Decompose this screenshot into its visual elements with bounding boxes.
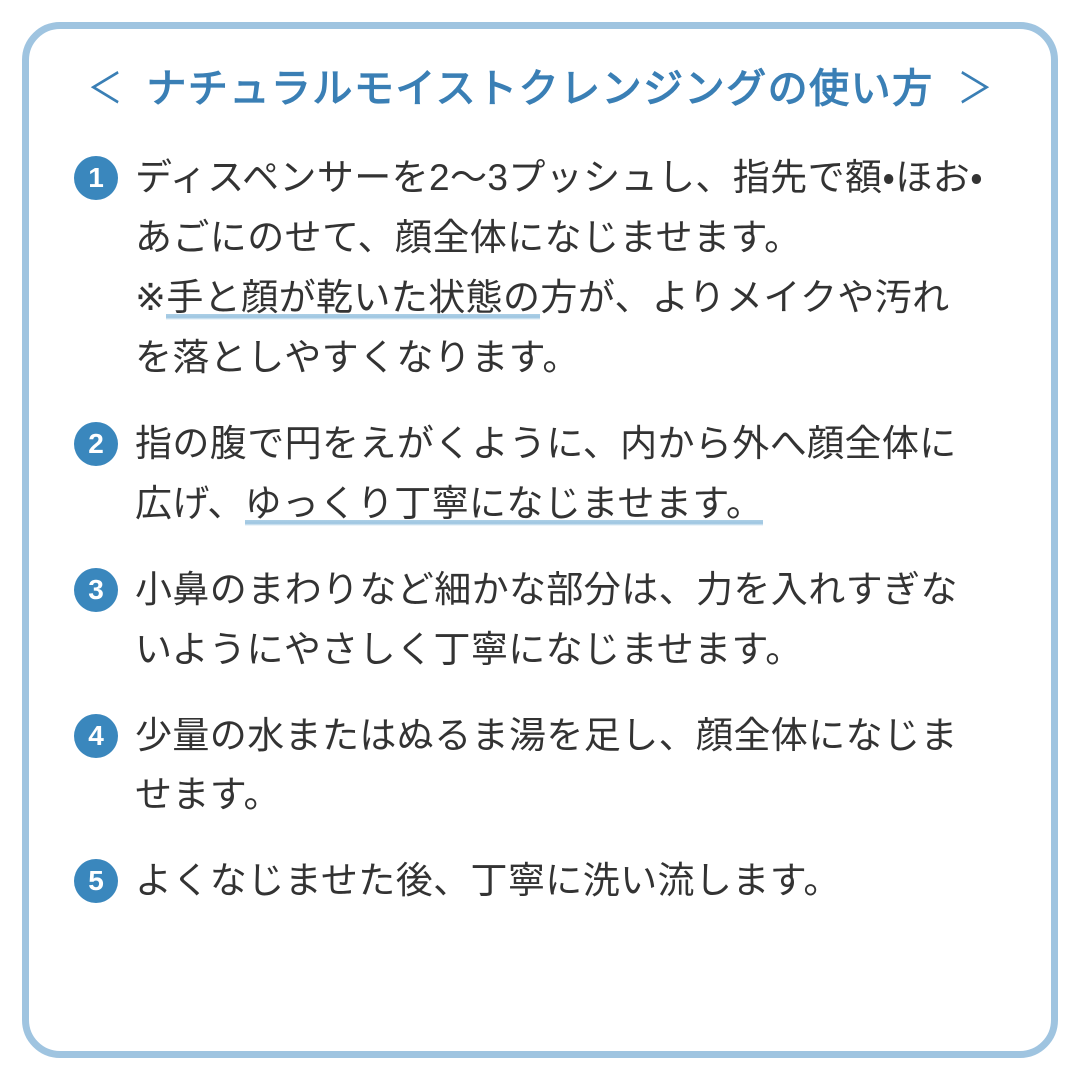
step-note-line: を落としやすくなります。 — [135, 336, 580, 378]
bracket-left-icon: ＜ — [87, 65, 124, 112]
step-line: ディスペンサーを2〜3プッシュし、指先で額・ほお・ — [135, 157, 984, 198]
step-text: 指の腹で円をえがくように、内から外へ顔全体に 広げ、ゆっくり丁寧になじませます。 — [135, 414, 1020, 534]
step-line: 指の腹で円をえがくように、内から外へ顔全体に — [135, 422, 957, 464]
step-line: せます。 — [135, 774, 281, 816]
step-text: 少量の水またはぬるま湯を足し、顔全体になじま せます。 — [135, 706, 1020, 826]
underlined-phrase: ゆっくり丁寧になじませます。 — [244, 482, 764, 526]
list-item: 5 よくなじませた後、丁寧に洗い流します。 — [60, 851, 1020, 911]
step-line: 少量の水またはぬるま湯を足し、顔全体になじま — [135, 714, 958, 756]
steps-list: 1 ディスペンサーを2〜3プッシュし、指先で額・ほお・ あごにのせて、顔全体にな… — [60, 148, 1020, 911]
step-number-badge: 5 — [74, 859, 118, 904]
step-line: あごにのせて、顔全体になじませます。 — [135, 216, 802, 258]
step-note-line: 広げ、ゆっくり丁寧になじませます。 — [135, 474, 1020, 534]
page-title: ＜ ナチュラルモイストクレンジングの使い方 ＞ — [60, 54, 1020, 124]
step-text: ディスペンサーを2〜3プッシュし、指先で額・ほお・ あごにのせて、顔全体になじま… — [135, 148, 1020, 388]
note-prefix: 広げ、 — [135, 482, 245, 524]
step-line: いようにやさしく丁寧になじませます。 — [135, 628, 803, 670]
step-number-badge: 3 — [74, 567, 118, 612]
step-number-badge: 1 — [74, 156, 118, 200]
list-item: 2 指の腹で円をえがくように、内から外へ顔全体に 広げ、ゆっくり丁寧になじませま… — [60, 414, 1020, 534]
list-item: 3 小鼻のまわりなど細かな部分は、力を入れすぎな いようにやさしく丁寧になじませ… — [60, 560, 1020, 680]
list-item: 4 少量の水またはぬるま湯を足し、顔全体になじま せます。 — [60, 706, 1020, 826]
note-suffix: 方が、よりメイクや汚れ — [540, 276, 950, 318]
step-text: 小鼻のまわりなど細かな部分は、力を入れすぎな いようにやさしく丁寧になじませます… — [135, 560, 1020, 680]
step-note-line: ※手と顔が乾いた状態の方が、よりメイクや汚れ — [135, 268, 1020, 328]
step-number-badge: 2 — [74, 421, 118, 466]
step-line: 小鼻のまわりなど細かな部分は、力を入れすぎな — [135, 568, 958, 610]
list-item: 1 ディスペンサーを2〜3プッシュし、指先で額・ほお・ あごにのせて、顔全体にな… — [60, 148, 1020, 388]
page-title-text: ナチュラルモイストクレンジングの使い方 — [146, 67, 934, 111]
bracket-right-icon: ＞ — [956, 65, 993, 112]
underlined-phrase: 手と顔が乾いた状態の — [166, 276, 541, 320]
note-prefix: ※ — [135, 276, 167, 318]
step-number-badge: 4 — [74, 713, 118, 758]
step-line: よくなじませた後、丁寧に洗い流します。 — [135, 860, 841, 902]
step-text: よくなじませた後、丁寧に洗い流します。 — [135, 851, 1020, 911]
